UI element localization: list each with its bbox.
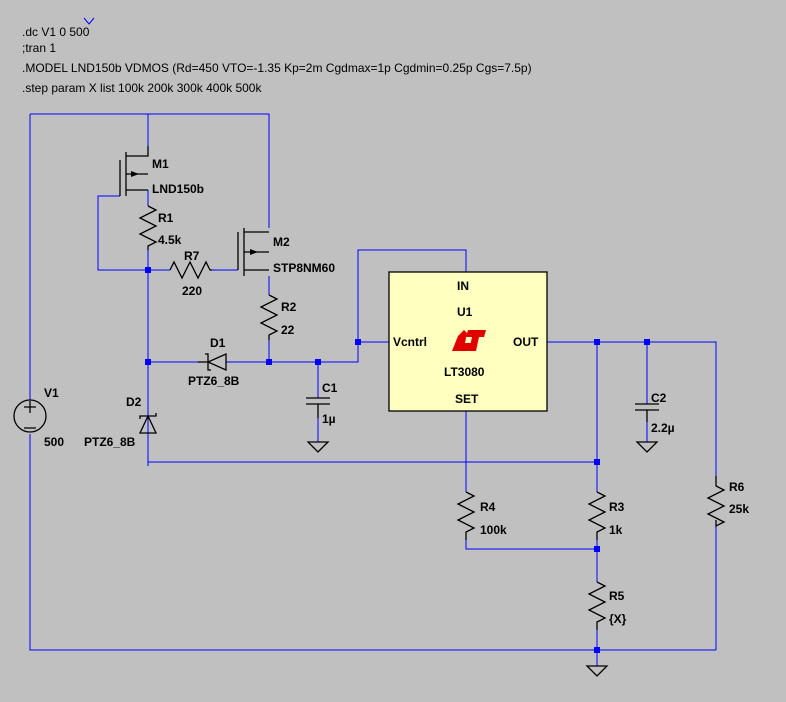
r5-resistor[interactable]: R5 {X} <box>587 581 627 630</box>
directive-step[interactable]: .step param X list 100k 200k 300k 400k 5… <box>22 81 262 95</box>
c1-value: 1µ <box>322 412 336 426</box>
directive-tran[interactable]: ;tran 1 <box>22 41 56 55</box>
ground-symbol <box>585 665 609 677</box>
r4-resistor[interactable]: R4 100k <box>456 491 507 540</box>
u1-pin-in: IN <box>457 279 469 293</box>
u1-pin-set: SET <box>455 392 479 406</box>
r6-ref: R6 <box>729 480 745 494</box>
directive-model[interactable]: .MODEL LND150b VDMOS (Rd=450 VTO=-1.35 K… <box>22 61 532 75</box>
cursor-chevron-icon <box>83 17 95 25</box>
r2-ref: R2 <box>281 300 297 314</box>
r7-value: 220 <box>182 284 202 298</box>
u1-value: LT3080 <box>444 365 485 379</box>
spice-directives: .dc V1 0 500 ;tran 1 .MODEL LND150b VDMO… <box>22 17 532 95</box>
u1-pin-out: OUT <box>513 335 539 349</box>
r6-value: 25k <box>729 502 749 516</box>
wires <box>29 113 717 666</box>
junctions <box>145 267 650 653</box>
m1-value: LND150b <box>152 182 204 196</box>
d1-value: PTZ6_8B <box>188 374 240 388</box>
d2-ref: D2 <box>126 395 142 409</box>
c2-ref: C2 <box>651 391 667 405</box>
r4-ref: R4 <box>480 500 496 514</box>
directive-dc[interactable]: .dc V1 0 500 <box>22 25 90 39</box>
d1-ref: D1 <box>210 336 226 350</box>
r7-resistor[interactable]: R7 220 <box>169 249 212 298</box>
r2-resistor[interactable]: R2 22 <box>259 294 297 340</box>
c1-capacitor[interactable]: C1 1µ <box>306 381 338 453</box>
u1-lt3080-regulator[interactable]: IN U1 Vcntrl OUT LT3080 SET <box>388 271 548 412</box>
m1-mosfet[interactable]: M1 LND150b <box>119 146 204 196</box>
m1-ref: M1 <box>152 157 169 171</box>
linear-tech-logo-icon <box>452 330 486 351</box>
c1-ref: C1 <box>322 381 338 395</box>
r5-ref: R5 <box>609 589 625 603</box>
d2-value: PTZ6_8B <box>84 435 136 449</box>
r3-value: 1k <box>609 523 623 537</box>
r3-resistor[interactable]: R3 1k <box>587 491 625 540</box>
m2-value: STP8NM60 <box>273 261 335 275</box>
m2-mosfet[interactable]: M2 STP8NM60 <box>237 228 335 276</box>
v1-value: 500 <box>44 435 64 449</box>
r6-resistor[interactable]: R6 25k <box>706 476 749 528</box>
d2-zener-diode[interactable]: D2 PTZ6_8B <box>84 395 158 449</box>
c2-value: 2.2µ <box>651 421 675 435</box>
d1-zener-diode[interactable]: D1 PTZ6_8B <box>188 336 240 388</box>
r3-ref: R3 <box>609 500 625 514</box>
r2-value: 22 <box>281 323 295 337</box>
c2-capacitor[interactable]: C2 2.2µ <box>635 391 675 453</box>
r1-ref: R1 <box>158 211 174 225</box>
u1-ref: U1 <box>457 305 473 319</box>
r1-resistor[interactable]: R1 4.5k <box>138 205 182 250</box>
r7-ref: R7 <box>184 249 200 263</box>
r5-value: {X} <box>609 612 627 626</box>
r4-value: 100k <box>480 523 507 537</box>
m2-ref: M2 <box>273 235 290 249</box>
v1-voltage-source[interactable]: V1 500 <box>13 386 64 449</box>
u1-pin-vcntrl: Vcntrl <box>393 335 427 349</box>
r1-value: 4.5k <box>158 233 182 247</box>
v1-ref: V1 <box>44 386 59 400</box>
